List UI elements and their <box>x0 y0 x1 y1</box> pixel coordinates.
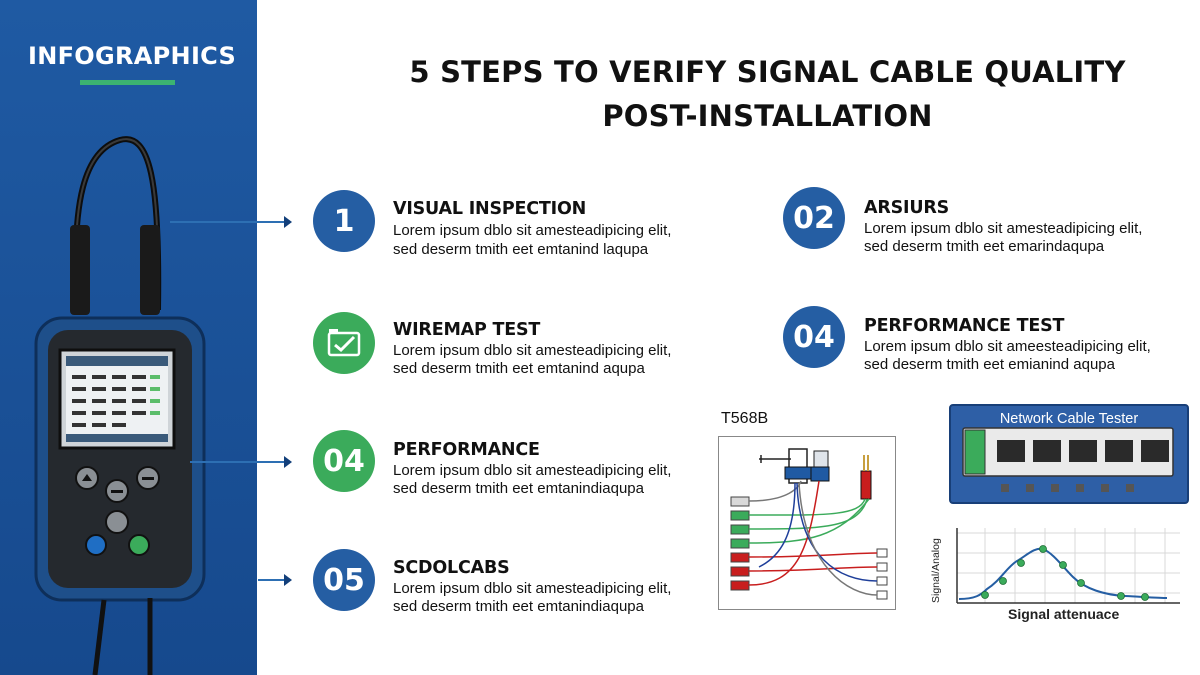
step-body-3b: sed deserm tmith eet emtanindiaqupa <box>393 480 644 497</box>
step-body-right-1b: sed deserm tmith eet emarindaqupa <box>864 238 1105 255</box>
wiremap-check-icon <box>327 329 361 357</box>
network-cable-tester-panel: Network Cable Tester <box>949 404 1189 504</box>
step-badge-right-1: 02 <box>783 187 845 249</box>
step-body-right-1a: Lorem ipsum dblo sit amesteadipicing eli… <box>864 220 1143 237</box>
title-line-1: 5 STEPS TO VERIFY SIGNAL CABLE QUALITY <box>409 55 1126 89</box>
graph-y-label: Signal/Analog <box>930 538 942 603</box>
page-title: 5 STEPS TO VERIFY SIGNAL CABLE QUALITY P… <box>360 50 1175 138</box>
step-title-right-2: PERFORMANCE TEST <box>864 316 1065 336</box>
title-line-2: POST-INSTALLATION <box>602 99 933 133</box>
step-badge-3: 04 <box>313 430 375 492</box>
step-body-2a: Lorem ipsum dblo sit amesteadipicing eli… <box>393 342 672 359</box>
step-title-4: SCDOLCABS <box>393 558 510 578</box>
step-badge-2 <box>313 312 375 374</box>
wiring-diagram-icon <box>730 448 888 600</box>
step-badge-4: 05 <box>313 549 375 611</box>
step-body-4b: sed deserm tmith eet emtanindiaqupa <box>393 598 644 615</box>
t568b-wiring-diagram <box>718 436 896 610</box>
brand-underline <box>80 80 175 85</box>
step-body-4a: Lorem ipsum dblo sit amesteadipicing eli… <box>393 580 672 597</box>
step-body-1b: sed deserm tmith eet emtanind lаqupa <box>393 241 649 258</box>
tester-label: Network Cable Tester <box>999 411 1139 427</box>
t568b-label: T568B <box>721 410 769 427</box>
step-body-right-2b: sed deserm tmith eet emianind aqupa <box>864 356 1115 373</box>
graph-x-label: Signal attenuace <box>1008 606 1120 622</box>
ethernet-ports-icon <box>962 427 1174 492</box>
step-title-1: VISUAL INSPECTION <box>393 199 587 219</box>
step-badge-1: 1 <box>313 190 375 252</box>
step-body-2b: sed deserm tmith eet emtanind aqupa <box>393 360 645 377</box>
cable-tester-device-icon <box>34 136 206 675</box>
step-title-3: PERFORMANCE <box>393 440 540 460</box>
attenuation-curve-icon <box>956 528 1180 604</box>
step-title-right-1: ARSIURS <box>864 198 950 218</box>
step-body-1a: Lorem ipsum dblo sit amesteadipicing eli… <box>393 222 672 239</box>
step-title-2: WIREMAP TEST <box>393 320 541 340</box>
step-body-right-2a: Lorem ipsum dblo sit ameesteadipicing el… <box>864 338 1151 355</box>
signal-attenuation-graph <box>945 523 1185 638</box>
brand-title: INFOGRAPHICS <box>28 42 237 70</box>
step-body-3a: Lorem ipsum dblo sit amesteadipicing eli… <box>393 462 672 479</box>
step-badge-right-2: 04 <box>783 306 845 368</box>
sidebar: INFOGRAPHICS <box>0 0 257 675</box>
